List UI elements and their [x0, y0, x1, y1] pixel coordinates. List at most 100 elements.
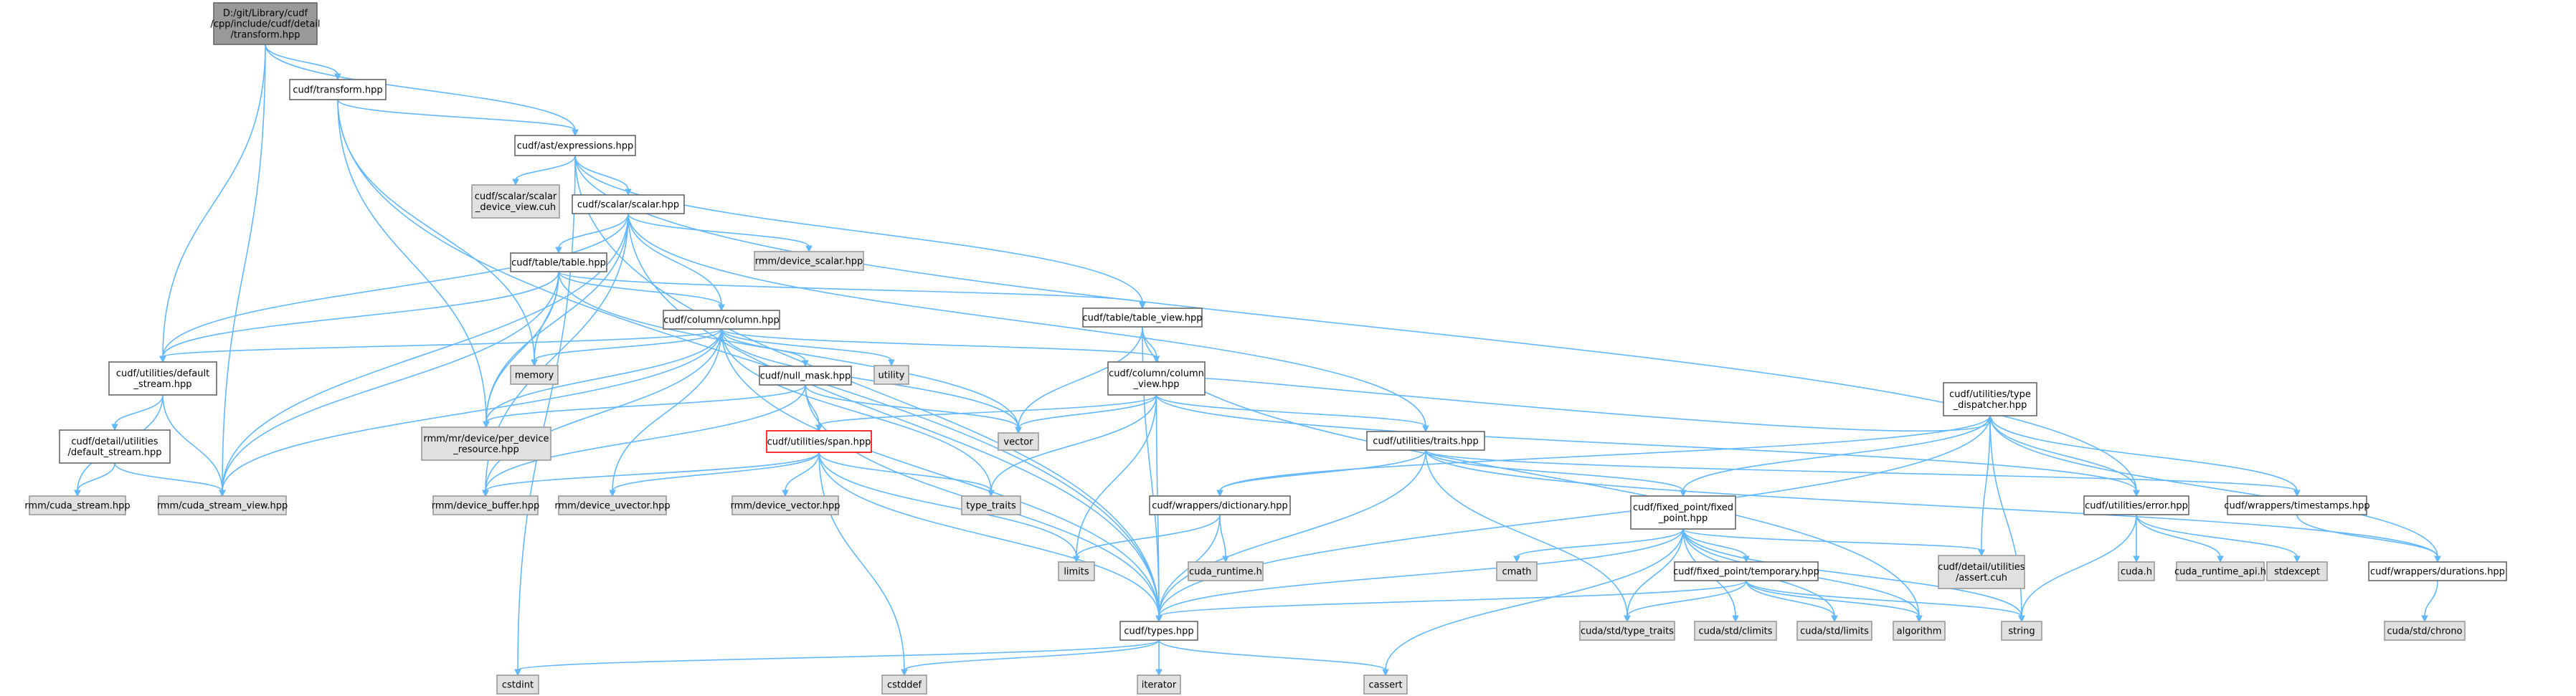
edge-table-to-cuda_stream_view	[219, 271, 559, 497]
edge-null_mask-to-per_device_resource	[483, 384, 806, 429]
edge-type_dispatcher-to-assert_cuh	[1978, 415, 1991, 557]
node-detail-default-stream[interactable]: cudf/detail/utilities/default_stream.hpp	[59, 429, 171, 464]
arrowhead	[111, 424, 118, 432]
edge-transform-to-per_device_resource	[337, 99, 490, 429]
arrowhead	[1155, 669, 1162, 677]
node-device-vector: rmm/device_vector.hpp	[731, 495, 840, 515]
node-label: cudf/null_mask.hpp	[760, 371, 851, 382]
node-traits[interactable]: cudf/utilities/traits.hpp	[1366, 431, 1485, 451]
node-label: cudf/detail/utilities	[71, 437, 158, 447]
node-label: _point.hpp	[1658, 513, 1708, 524]
node-box	[881, 674, 927, 695]
edge-expressions-to-cstdint	[514, 155, 576, 677]
arrowhead	[1831, 615, 1838, 623]
node-temporary[interactable]: cudf/fixed_point/temporary.hpp	[1673, 561, 1819, 581]
node-box	[754, 251, 864, 271]
node-error[interactable]: cudf/utilities/error.hpp	[2083, 495, 2189, 515]
node-box	[2176, 561, 2265, 581]
node-box	[1119, 621, 1198, 641]
node-box	[558, 495, 667, 515]
node-column-view[interactable]: cudf/column/column_view.hpp	[1107, 361, 1206, 396]
node-per-device-resource: rmm/mr/device/per_device_resource.hpp	[421, 426, 551, 461]
node-scalar[interactable]: cudf/scalar/scalar.hpp	[572, 194, 685, 214]
edge-types-to-iterator	[1155, 639, 1162, 677]
node-box	[1943, 382, 2037, 416]
edge-default_stream-to-cuda_stream_view	[162, 394, 226, 497]
node-label: cudf/utilities/traits.hpp	[1373, 437, 1478, 447]
node-box	[1188, 561, 1264, 581]
node-label: cudf/ast/expressions.hpp	[517, 141, 634, 152]
node-table[interactable]: cudf/table/table.hpp	[510, 252, 607, 272]
node-label: cudf/utilities/error.hpp	[2085, 501, 2188, 512]
node-box	[998, 432, 1039, 451]
edge-table-to-default_stream	[159, 271, 559, 363]
node-span[interactable]: cudf/utilities/span.hpp	[766, 430, 872, 453]
node-null-mask[interactable]: cudf/null_mask.hpp	[759, 366, 852, 386]
node-timestamps[interactable]: cudf/wrappers/timestamps.hpp	[2224, 495, 2370, 515]
arrowhead	[2133, 490, 2140, 497]
edge-type_dispatcher-to-timestamps	[1989, 415, 2301, 497]
node-label: _stream.hpp	[133, 379, 192, 390]
edge-column_view-to-span	[815, 394, 1157, 432]
node-type-traits: type_traits	[961, 495, 1021, 515]
arrowhead	[2421, 615, 2428, 623]
node-label: memory	[515, 371, 554, 381]
edge-detail_default_stream-to-cuda_stream	[74, 462, 115, 497]
node-label: cudf/wrappers/durations.hpp	[2370, 567, 2505, 578]
node-cuda-runtime-api: cuda_runtime_api.h	[2174, 561, 2266, 581]
edge-temporary-to-cuda_limits	[1746, 580, 1838, 623]
node-box	[1149, 495, 1291, 515]
node-box	[59, 429, 171, 464]
edge-types-to-cassert	[1158, 639, 1389, 677]
node-label: cstdint	[502, 680, 534, 691]
node-fixed-point[interactable]: cudf/fixed_point/fixed_point.hpp	[1630, 495, 1736, 530]
node-box	[471, 184, 560, 219]
edge-type_dispatcher-to-types	[1155, 415, 1991, 623]
edge-column-to-memory	[531, 328, 722, 367]
node-label: rmm/device_uvector.hpp	[554, 501, 670, 512]
node-cuda-stream-view: rmm/cuda_stream_view.hpp	[157, 495, 288, 515]
edge-transform-to-expressions	[337, 99, 579, 137]
node-column[interactable]: cudf/column/column.hpp	[663, 310, 780, 330]
node-box	[1893, 621, 1946, 641]
arrowhead	[1978, 549, 1985, 557]
node-label: rmm/device_buffer.hpp	[432, 501, 540, 512]
edge-column-to-default_stream	[159, 328, 722, 363]
edge-dictionary-to-cuda_runtime	[1219, 514, 1229, 563]
node-type-dispatcher[interactable]: cudf/utilities/type_dispatcher.hpp	[1943, 382, 2037, 416]
edge-column-to-cuda_stream_view	[219, 328, 722, 497]
edge-root-to-default_stream	[159, 44, 266, 363]
arrowhead	[2293, 490, 2301, 497]
edge-type_dispatcher-to-string	[1989, 415, 2025, 623]
node-box	[1496, 561, 1538, 581]
edge-type_dispatcher-to-error	[1989, 415, 2140, 497]
node-expressions[interactable]: cudf/ast/expressions.hpp	[514, 135, 636, 156]
node-label: cudf/types.hpp	[1124, 626, 1193, 637]
node-cuda-runtime: cuda_runtime.h	[1188, 561, 1264, 581]
arrowhead	[512, 178, 519, 186]
node-default-stream[interactable]: cudf/utilities/default_stream.hpp	[108, 361, 217, 396]
node-cuda-stream: rmm/cuda_stream.hpp	[24, 495, 131, 515]
node-label: cudf/detail/utilities	[1938, 562, 2025, 573]
edge-transform-to-types	[337, 99, 1162, 623]
edge-span-to-types	[818, 452, 1162, 623]
edge-error-to-cuda_h	[2133, 514, 2140, 563]
dependency-edges	[74, 44, 2441, 677]
node-box	[1058, 561, 1095, 581]
arrowhead	[482, 490, 489, 497]
node-cuda-climits: cuda/std/climits	[1694, 621, 1777, 641]
node-durations[interactable]: cudf/wrappers/durations.hpp	[2368, 561, 2507, 581]
node-table-view[interactable]: cudf/table/table_view.hpp	[1082, 308, 1203, 328]
edge-span-to-limits	[818, 452, 1080, 563]
node-transform[interactable]: cudf/transform.hpp	[289, 79, 387, 100]
arrowhead	[1680, 490, 1687, 497]
node-label: cuda/std/chrono	[2387, 626, 2462, 637]
node-dictionary[interactable]: cudf/wrappers/dictionary.hpp	[1149, 495, 1291, 515]
node-device-uvector: rmm/device_uvector.hpp	[554, 495, 671, 515]
edge-expressions-to-scalar	[574, 155, 632, 196]
node-label: cudf/fixed_point/fixed	[1633, 502, 1733, 513]
node-types[interactable]: cudf/types.hpp	[1119, 621, 1198, 641]
node-label: rmm/device_scalar.hpp	[755, 257, 863, 267]
node-label: cassert	[1368, 680, 1402, 691]
